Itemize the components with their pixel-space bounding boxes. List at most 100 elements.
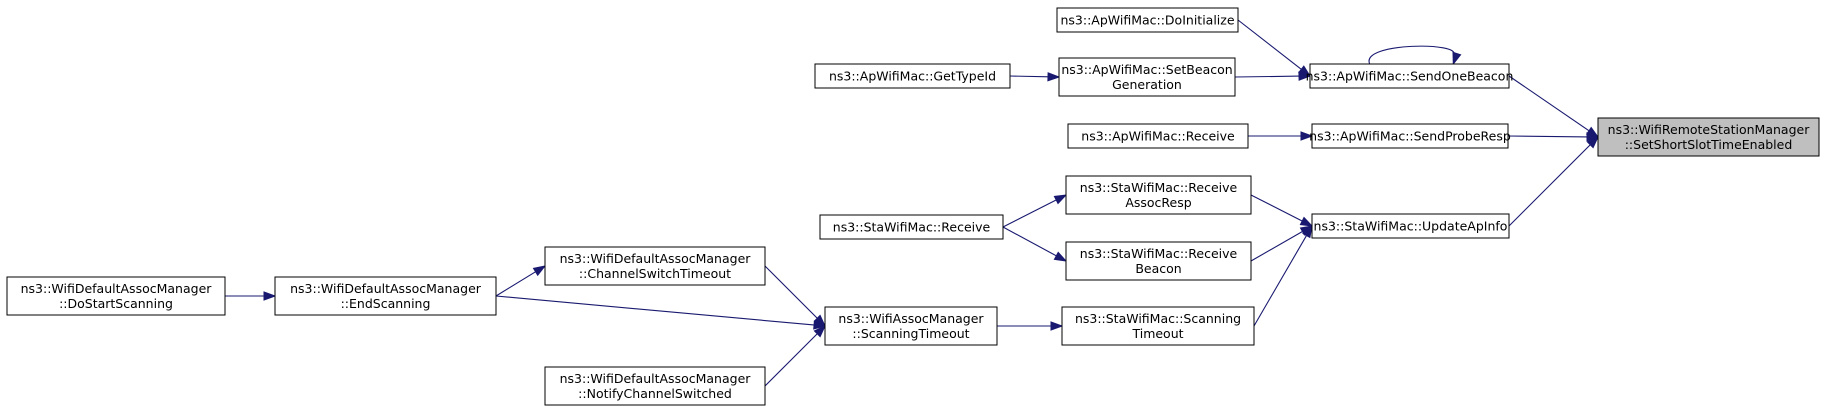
node-box — [1065, 175, 1252, 215]
node-wdam-notify-channel-switched[interactable]: ns3::WifiDefaultAssocManager::NotifyChan… — [544, 366, 766, 406]
edge-wdam-end-scanning-to-wam-scanning-timeout — [495, 295, 827, 330]
node-sta-update-ap-info[interactable]: ns3::StaWifiMac::UpdateApInfo — [1311, 213, 1510, 239]
edge-sta-receive-assoc-resp-to-sta-update-ap-info — [1250, 194, 1314, 227]
edge-arrowhead — [263, 291, 277, 301]
edge-arrowhead — [1298, 71, 1312, 81]
edge-arrowhead — [1300, 131, 1314, 141]
edge-line — [1250, 194, 1304, 222]
edge-sta-receive-to-sta-receive-beacon — [1002, 226, 1068, 262]
node-ap-do-initialize[interactable]: ns3::ApWifiMac::DoInitialize — [1056, 7, 1239, 33]
node-label-line: ns3::ApWifiMac::Receive — [1081, 129, 1235, 144]
edge-wam-scanning-timeout-to-sta-scanning-timeout — [997, 321, 1064, 331]
edge-arrowhead — [1047, 72, 1061, 82]
edge-line — [495, 270, 537, 297]
edge-line — [1234, 75, 1301, 78]
node-box — [544, 246, 766, 286]
edge-line — [764, 265, 819, 320]
node-box — [1067, 123, 1249, 149]
node-box — [1311, 213, 1510, 239]
node-label-line: ns3::StaWifiMac::Receive — [1080, 246, 1238, 261]
node-label-line: ns3::StaWifiMac::Receive — [833, 220, 991, 235]
edge-line — [1508, 143, 1592, 227]
edge-line — [1368, 45, 1455, 65]
edge-line — [1253, 234, 1308, 327]
edge-ap-set-beacon-generation-to-ap-send-one-beacon — [1234, 71, 1312, 81]
node-wdam-end-scanning[interactable]: ns3::WifiDefaultAssocManager::EndScannin… — [274, 276, 497, 316]
edge-line — [1237, 19, 1303, 71]
node-label-line: ::EndScanning — [341, 296, 431, 311]
node-label-line: ::NotifyChannelSwitched — [578, 386, 732, 401]
node-label-line: Generation — [1112, 77, 1182, 92]
edge-sta-receive-to-sta-receive-assoc-resp — [1002, 194, 1068, 228]
node-box — [1065, 241, 1252, 281]
node-label-line: ::ScanningTimeout — [852, 326, 969, 341]
node-box — [1309, 63, 1510, 89]
edge-wdam-notify-channel-switched-to-wam-scanning-timeout — [764, 324, 827, 387]
edge-line — [764, 332, 819, 387]
node-label-line: ns3::ApWifiMac::DoInitialize — [1060, 13, 1234, 28]
node-label-line: ::DoStartScanning — [59, 296, 173, 311]
node-label-line: Beacon — [1135, 261, 1181, 276]
node-label-line: AssocResp — [1125, 195, 1191, 210]
edge-line — [1009, 75, 1050, 78]
edge-line — [1002, 199, 1058, 228]
edge-ap-receive-to-ap-send-probe-resp — [1248, 131, 1314, 141]
node-box — [544, 366, 766, 406]
node-box — [824, 306, 998, 346]
edge-arrowhead — [1302, 224, 1313, 239]
edge-arrowhead — [813, 324, 827, 338]
edge-line — [495, 295, 816, 326]
node-label-line: ns3::StaWifiMac::Receive — [1080, 180, 1238, 195]
edge-ap-do-initialize-to-ap-send-one-beacon — [1237, 19, 1312, 77]
edge-ap-send-one-beacon-to-ap-send-one-beacon — [1368, 45, 1462, 66]
node-label-line: ns3::WifiDefaultAssocManager — [290, 281, 482, 296]
node-sta-receive[interactable]: ns3::StaWifiMac::Receive — [819, 214, 1004, 240]
node-label-line: ns3::ApWifiMac::SendProbeResp — [1309, 129, 1511, 144]
node-box — [274, 276, 497, 316]
node-box — [1597, 117, 1820, 157]
node-label-line: ns3::ApWifiMac::SetBeacon — [1061, 62, 1232, 77]
node-root[interactable]: ns3::WifiRemoteStationManager::SetShortS… — [1597, 117, 1820, 157]
node-box — [814, 63, 1011, 89]
edge-line — [1002, 226, 1058, 257]
node-label-line: Timeout — [1131, 326, 1183, 341]
edge-arrowhead — [1452, 51, 1462, 66]
edge-arrowhead — [1586, 132, 1600, 142]
edge-ap-send-probe-resp-to-root — [1507, 132, 1600, 142]
node-label-line: ::ChannelSwitchTimeout — [579, 266, 731, 281]
node-label-line: ns3::StaWifiMac::UpdateApInfo — [1314, 219, 1508, 234]
node-ap-send-one-beacon[interactable]: ns3::ApWifiMac::SendOneBeacon — [1306, 63, 1514, 89]
edge-line — [1507, 135, 1589, 138]
edges-layer — [225, 19, 1600, 387]
node-box — [1311, 123, 1509, 149]
edge-arrowhead — [1053, 251, 1068, 262]
edge-arrowhead — [1299, 216, 1314, 227]
edge-ap-get-type-id-to-ap-set-beacon-generation — [1009, 72, 1061, 82]
node-sta-scanning-timeout[interactable]: ns3::StaWifiMac::ScanningTimeout — [1061, 306, 1255, 346]
node-ap-receive[interactable]: ns3::ApWifiMac::Receive — [1067, 123, 1249, 149]
node-label-line: ::SetShortSlotTimeEnabled — [1625, 137, 1793, 152]
node-label-line: ns3::WifiAssocManager — [838, 311, 984, 326]
node-label-line: ns3::WifiDefaultAssocManager — [560, 371, 752, 386]
node-label-line: ns3::WifiRemoteStationManager — [1608, 122, 1811, 137]
edge-sta-receive-beacon-to-sta-update-ap-info — [1250, 225, 1314, 262]
edge-wdam-channel-switch-timeout-to-wam-scanning-timeout — [764, 265, 827, 328]
node-wam-scanning-timeout[interactable]: ns3::WifiAssocManager::ScanningTimeout — [824, 306, 998, 346]
node-wdam-do-start-scanning[interactable]: ns3::WifiDefaultAssocManager::DoStartSca… — [6, 276, 226, 316]
node-box — [1058, 57, 1236, 97]
edge-wdam-do-start-scanning-to-wdam-end-scanning — [225, 291, 277, 301]
node-ap-get-type-id[interactable]: ns3::ApWifiMac::GetTypeId — [814, 63, 1011, 89]
edge-arrowhead — [813, 320, 827, 330]
edge-ap-send-one-beacon-to-root — [1508, 75, 1600, 138]
node-ap-send-probe-resp[interactable]: ns3::ApWifiMac::SendProbeResp — [1309, 123, 1511, 149]
node-box — [1061, 306, 1255, 346]
edge-sta-scanning-timeout-to-sta-update-ap-info — [1253, 224, 1313, 327]
edge-line — [1508, 75, 1591, 132]
edge-sta-update-ap-info-to-root — [1508, 135, 1600, 227]
edge-arrowhead — [1053, 194, 1068, 205]
node-wdam-channel-switch-timeout[interactable]: ns3::WifiDefaultAssocManager::ChannelSwi… — [544, 246, 766, 286]
